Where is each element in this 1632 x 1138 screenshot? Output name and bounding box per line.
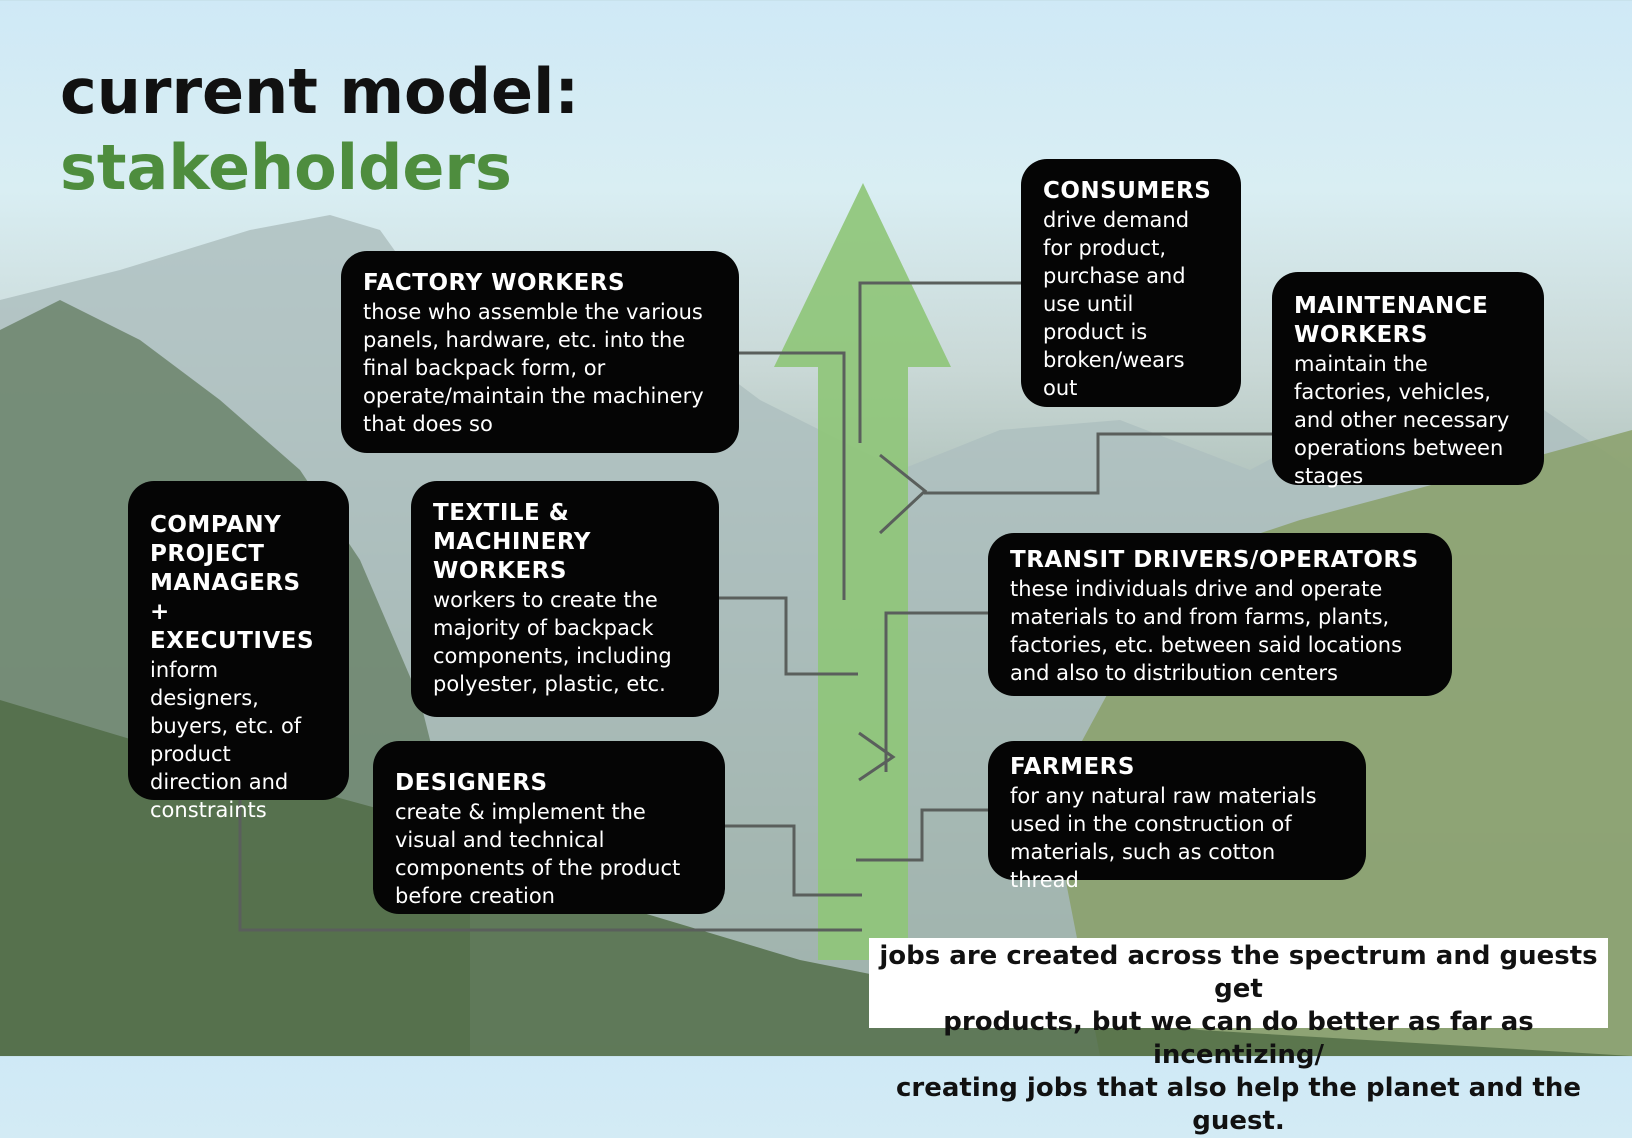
- designers-desc: create & implement the visual and techni…: [395, 800, 681, 908]
- farmers-desc: for any natural raw materials used in th…: [1010, 784, 1317, 892]
- connector-lines: [238, 281, 1272, 932]
- factory-workers-box: FACTORY WORKERS those who assemble the v…: [341, 251, 739, 453]
- consumers-heading: CONSUMERS: [1043, 178, 1212, 204]
- connector-consumers: [858, 281, 1021, 443]
- chevron-mid: [878, 453, 928, 535]
- designers-heading: DESIGNERS: [395, 770, 548, 796]
- factory-workers-desc: those who assemble the various panels, h…: [363, 300, 704, 436]
- farmers-heading: FARMERS: [1010, 754, 1135, 780]
- chevron-low: [858, 731, 896, 782]
- textile-workers-box: TEXTILE & MACHINERY WORKERS workers to c…: [411, 481, 719, 717]
- consumers-desc: drive demand for product, purchase and u…: [1043, 208, 1190, 400]
- textile-workers-desc: workers to create the majority of backpa…: [433, 588, 672, 696]
- company-pm-heading: COMPANY PROJECT MANAGERS + EXECUTIVES: [150, 512, 315, 654]
- company-pm-desc: inform designers, buyers, etc. of produc…: [150, 658, 302, 822]
- designers-box: DESIGNERS create & implement the visual …: [373, 741, 725, 914]
- connector-textile: [719, 596, 858, 676]
- textile-workers-heading: TEXTILE & MACHINERY WORKERS: [433, 500, 591, 584]
- connector-transit: [884, 611, 988, 772]
- farmers-box: FARMERS for any natural raw materials us…: [988, 741, 1366, 892]
- green-upward-arrow: [774, 183, 951, 960]
- maintenance-box: MAINTENANCE WORKERS maintain the factori…: [1272, 272, 1544, 488]
- consumers-box: CONSUMERS drive demand for product, purc…: [1021, 159, 1241, 407]
- page-title: current model: stakeholders: [60, 54, 579, 206]
- company-pm-box: COMPANY PROJECT MANAGERS + EXECUTIVES in…: [128, 481, 349, 822]
- transit-desc: these individuals drive and operate mate…: [1010, 577, 1403, 685]
- connector-factory-workers: [739, 351, 846, 600]
- title-line1: current model:: [60, 55, 580, 128]
- transit-box: TRANSIT DRIVERS/OPERATORS these individu…: [988, 533, 1452, 696]
- connector-maintenance: [924, 432, 1272, 495]
- maintenance-heading: MAINTENANCE WORKERS: [1294, 293, 1489, 348]
- summary-note: jobs are created across the spectrum and…: [869, 938, 1608, 1136]
- factory-workers-heading: FACTORY WORKERS: [363, 270, 626, 296]
- connector-company-pm: [238, 800, 862, 932]
- connector-farmers: [856, 808, 988, 862]
- transit-heading: TRANSIT DRIVERS/OPERATORS: [1010, 547, 1419, 573]
- title-line2: stakeholders: [60, 131, 512, 204]
- flow-diagram: [238, 183, 1272, 960]
- connector-designers: [725, 824, 862, 897]
- maintenance-desc: maintain the factories, vehicles, and ot…: [1294, 352, 1510, 488]
